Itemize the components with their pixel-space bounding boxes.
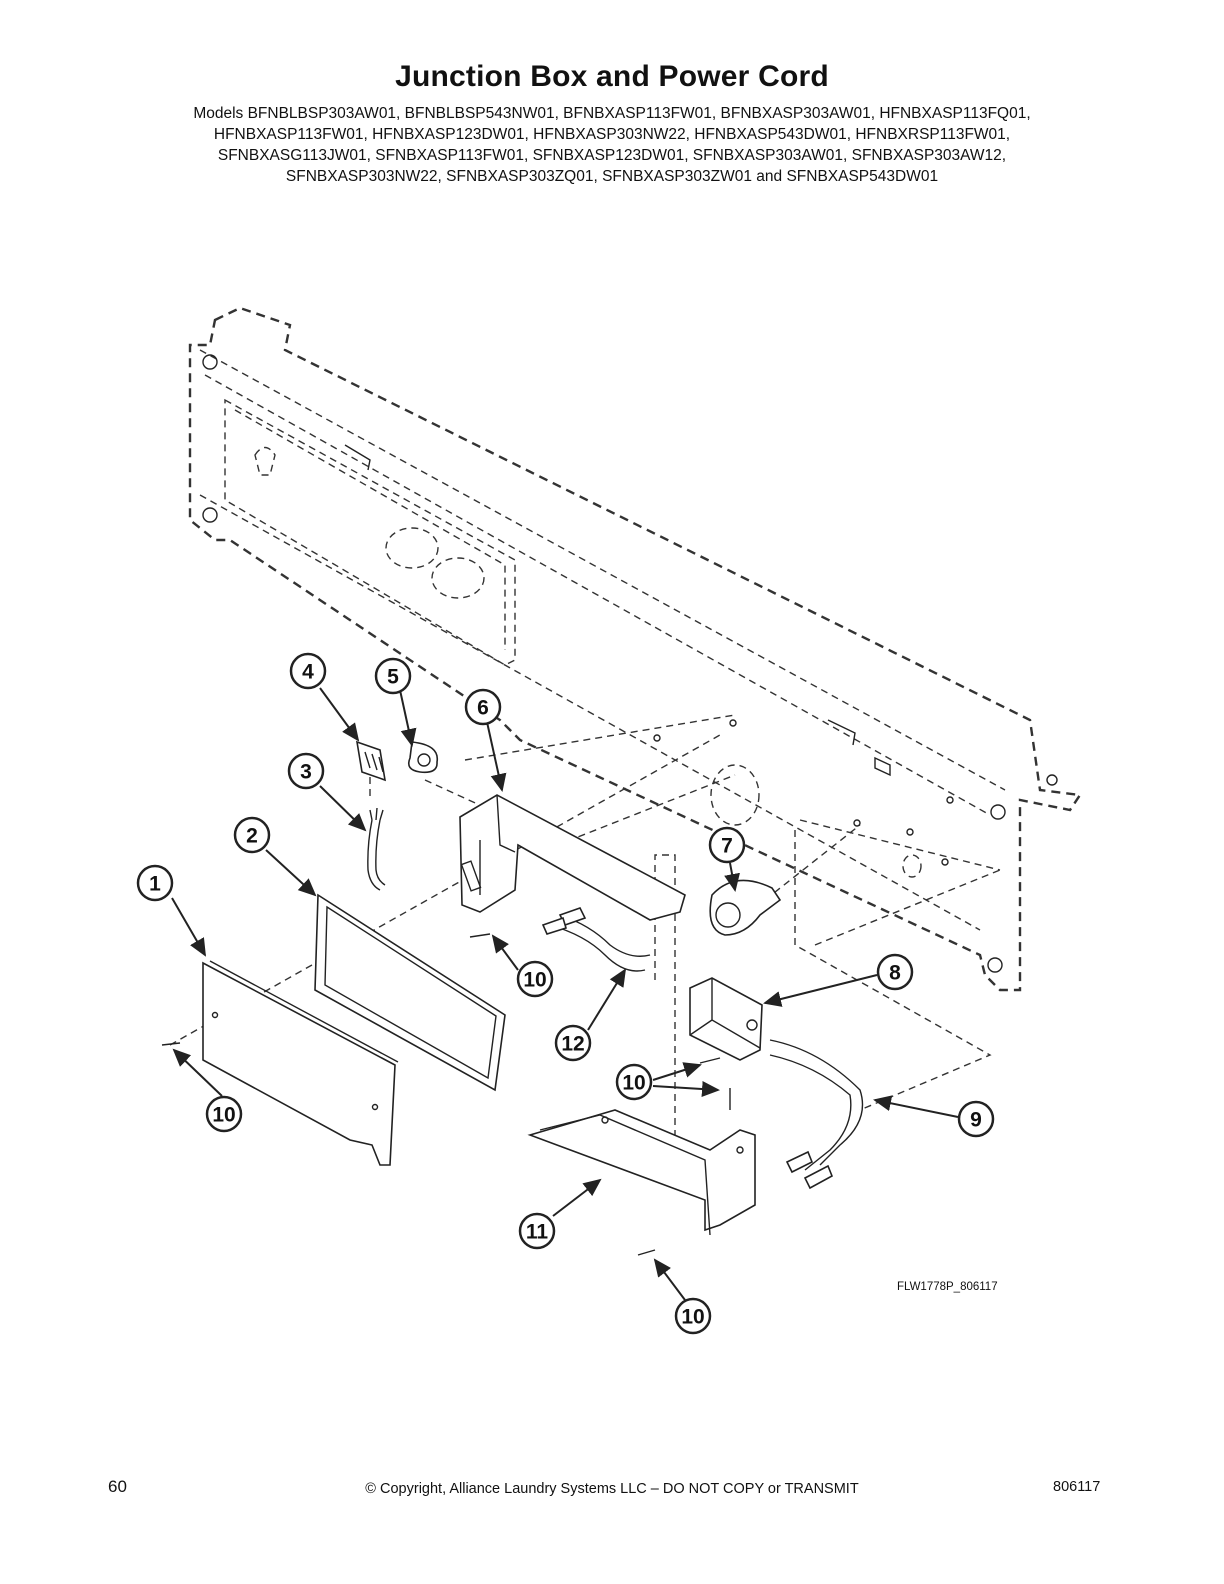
part-12-wire-harness [541, 907, 651, 972]
copyright-notice: © Copyright, Alliance Laundry Systems LL… [365, 1481, 859, 1497]
callout-4: 4 [289, 652, 327, 690]
models-list: Models BFNBLBSP303AW01, BFNBLBSP543NW01,… [0, 103, 1224, 187]
callout-1: 1 [136, 864, 174, 902]
part-8-junction-box [689, 977, 763, 1061]
callout-label: 10 [681, 1306, 704, 1329]
callout-10: 10 [516, 960, 554, 998]
part-6-bracket [459, 794, 686, 921]
part-5-strain-relief [407, 741, 439, 774]
callout-label: 11 [526, 1221, 549, 1244]
document-number: 806117 [1053, 1479, 1101, 1495]
callout-label: 10 [212, 1104, 235, 1127]
part-11-lower-bracket [527, 1109, 756, 1236]
callout-label: 9 [970, 1109, 982, 1132]
callout-10: 10 [205, 1095, 243, 1133]
part-4-connector-block [355, 740, 387, 782]
part-7-clamp [709, 879, 782, 936]
leader-lines [171, 687, 959, 1301]
callout-label: 7 [721, 835, 733, 858]
part-9-wire-harness [769, 1039, 864, 1190]
callout-10: 10 [674, 1297, 712, 1335]
callout-5: 5 [374, 657, 412, 695]
figure-reference: FLW1778P_806117 [897, 1281, 998, 1293]
callout-label: 10 [523, 969, 546, 992]
callout-label: 12 [561, 1033, 584, 1056]
models-line: HFNBXASP113FW01, HFNBXASP123DW01, HFNBXA… [213, 126, 1011, 143]
callout-2: 2 [233, 816, 271, 854]
models-line: SFNBXASP303NW22, SFNBXASP303ZQ01, SFNBXA… [285, 168, 939, 185]
part-2-gasket [314, 893, 506, 1092]
callout-label: 10 [622, 1072, 645, 1095]
screws-part-10 [161, 933, 731, 1256]
callout-label: 8 [889, 962, 901, 985]
models-line: SFNBXASG113JW01, SFNBXASP113FW01, SFNBXA… [217, 147, 1007, 164]
models-line: Models BFNBLBSP303AW01, BFNBLBSP543NW01,… [193, 105, 1031, 122]
callout-label: 4 [302, 661, 314, 684]
callout-6: 6 [464, 688, 502, 726]
callout-10: 10 [615, 1063, 653, 1101]
callout-12: 12 [554, 1024, 592, 1062]
callout-label: 1 [149, 873, 161, 896]
page-title: Junction Box and Power Cord [395, 60, 829, 93]
callout-11: 11 [518, 1212, 556, 1250]
callout-label: 6 [477, 697, 489, 720]
callout-label: 3 [300, 761, 312, 784]
page-number: 60 [108, 1477, 127, 1496]
callout-3: 3 [287, 752, 325, 790]
callout-8: 8 [876, 953, 914, 991]
back-panel-outline [188, 306, 1083, 992]
part-1-cover-plate [202, 960, 399, 1166]
callout-7: 7 [708, 826, 746, 864]
callout-label: 5 [387, 666, 399, 689]
callout-label: 2 [246, 825, 258, 848]
callout-9: 9 [957, 1100, 995, 1138]
part-3-cord [367, 807, 386, 891]
